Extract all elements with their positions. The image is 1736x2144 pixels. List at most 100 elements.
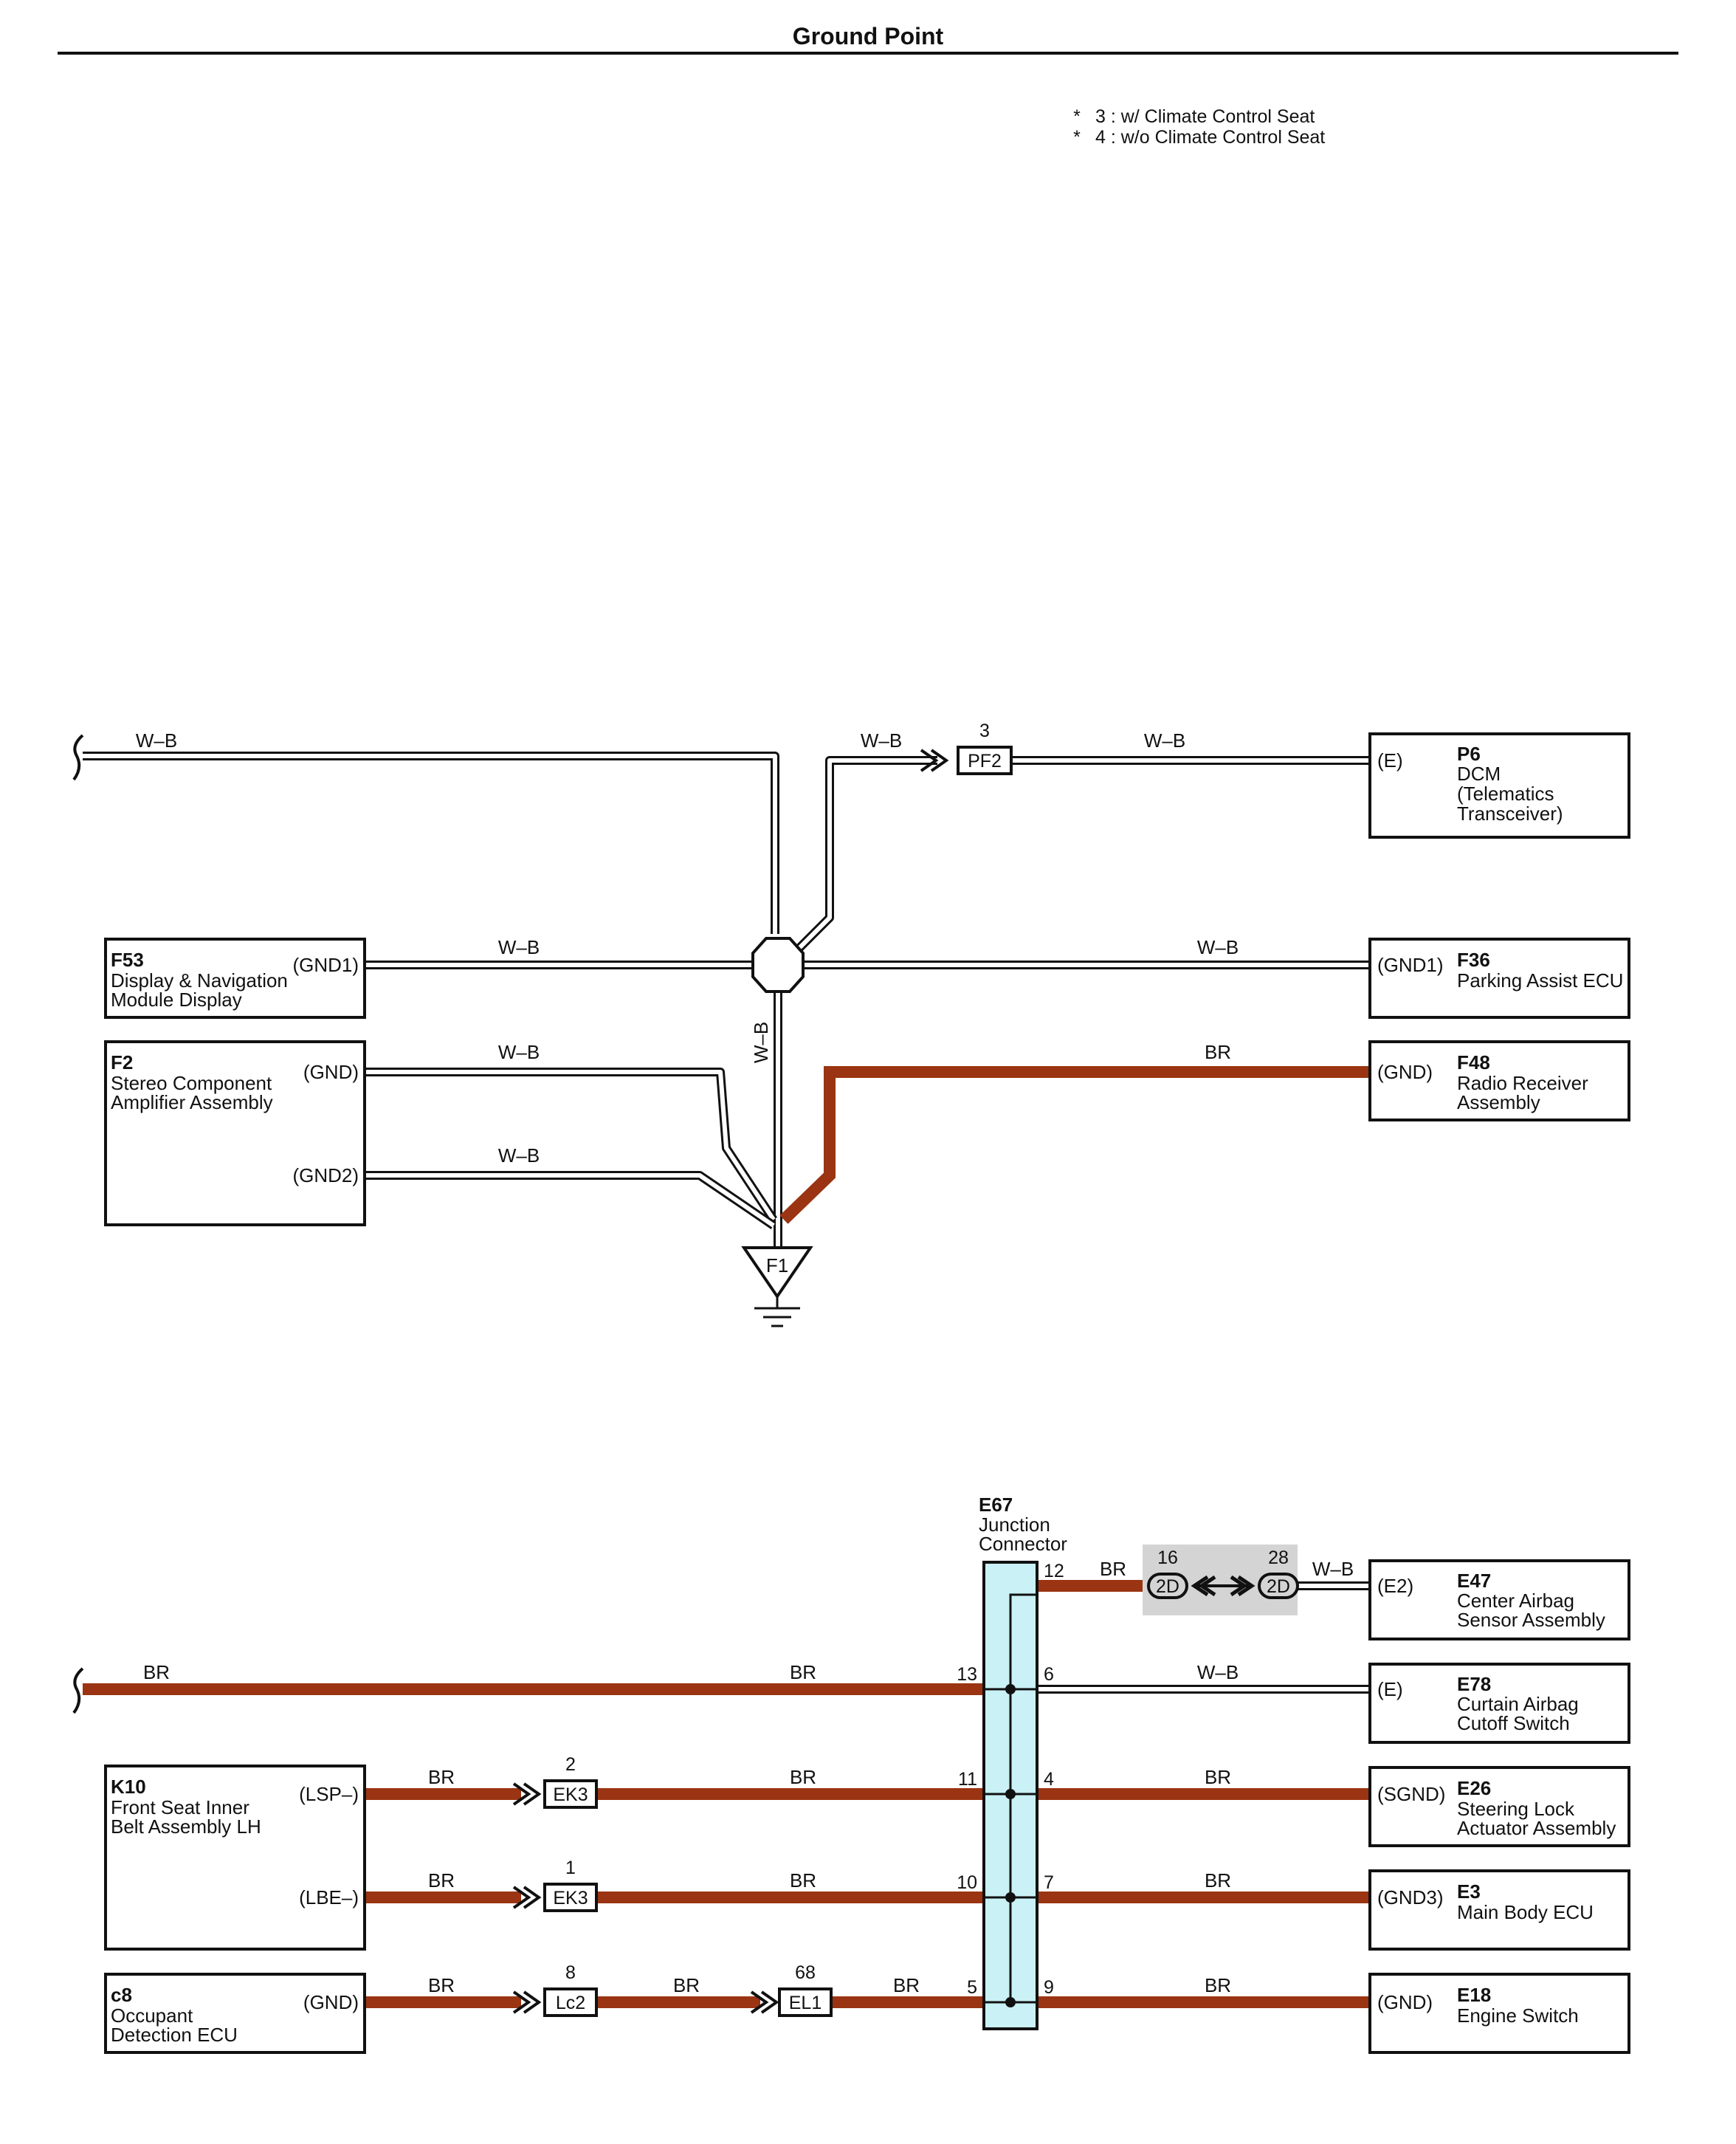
wire-label-br-left-top: BR [143,1661,170,1683]
wire-label-br-12: BR [1100,1558,1126,1580]
component-p6-terminal: (E) [1377,749,1403,772]
component-e18-id: E18 [1457,1984,1491,2006]
component-e78: (E) E78 Curtain Airbag Cutoff Switch [1368,1663,1630,1744]
component-k10-terminal-lsp: (LSP–) [299,1783,359,1805]
junction-pin-12: 12 [1044,1561,1064,1581]
component-k10-terminal-lbe: (LBE–) [299,1886,359,1908]
component-e18-name-1: Engine Switch [1457,2004,1579,2027]
wire-label-br-11: BR [790,1766,816,1788]
wire-label-wb-6: W–B [1197,1661,1239,1683]
joint-2d-right-pin: 28 [1268,1547,1289,1568]
wire-label-wb-vertical: W–B [750,1022,772,1063]
connector-el1-pin: 68 [795,1962,816,1983]
wire-label-br-7: BR [1205,1869,1231,1892]
component-p6-name-3: Transceiver) [1457,803,1563,825]
component-p6: (E) P6 DCM (Telematics Transceiver) [1368,732,1630,839]
wire-label-br-c8: BR [428,1974,455,1996]
junction-pin-7: 7 [1044,1872,1054,1893]
connector-ek3-a: EK3 2 [512,1754,598,1809]
connector-el1: EL1 68 [750,1962,833,2017]
component-k10-name-1: Front Seat Inner [111,1796,249,1818]
component-e18: (GND) E18 Engine Switch [1368,1973,1630,2054]
junction-e67-id: E67 [979,1494,1013,1516]
connector-lc2-code: Lc2 [556,1993,585,2013]
wire-label-wb-e47: W–B [1312,1558,1354,1580]
connector-ek3-a-code: EK3 [553,1784,588,1805]
br-wire-f48 [779,1066,1370,1224]
splice-point [751,937,805,993]
component-f48-name-1: Radio Receiver [1457,1072,1588,1094]
connector-pf2-pin: 3 [979,721,990,741]
wire-label-wb-f2-gnd2: W–B [498,1144,540,1167]
component-e47-terminal: (E2) [1377,1575,1413,1597]
component-f2-terminal-gnd: (GND) [303,1061,359,1083]
component-c8-name-1: Occupant [111,2004,193,2027]
junction-pin-11: 11 [958,1769,977,1790]
component-e78-terminal: (E) [1377,1678,1403,1700]
junction-pin-13: 13 [957,1664,977,1685]
component-e78-name-1: Curtain Airbag [1457,1693,1579,1715]
component-e26-name-2: Actuator Assembly [1457,1817,1616,1839]
component-e78-id: E78 [1457,1673,1491,1695]
component-e47-id: E47 [1457,1570,1491,1592]
component-f2-name-2: Amplifier Assembly [111,1091,273,1113]
component-e47: (E2) E47 Center Airbag Sensor Assembly [1368,1559,1630,1640]
component-f2: F2 Stereo Component Amplifier Assembly (… [104,1040,366,1226]
component-f36-terminal: (GND1) [1377,954,1444,976]
wire-label-wb-to-pf2: W–B [861,729,902,752]
component-c8-terminal: (GND) [303,1991,359,2013]
ground-f1-label: F1 [766,1254,788,1277]
component-p6-name-2: (Telematics [1457,783,1554,805]
wire-label-br-f48: BR [1205,1041,1231,1063]
component-p6-name-1: DCM [1457,763,1501,785]
lower-br-wires [83,1580,1370,2008]
component-e47-name-2: Sensor Assembly [1457,1609,1605,1631]
component-k10-id: K10 [111,1776,146,1798]
ground-f1: F1 [741,1246,813,1327]
connector-ek3-b-code: EK3 [553,1888,588,1908]
component-f48: (GND) F48 Radio Receiver Assembly [1368,1040,1630,1121]
wire-label-wb-to-p6: W–B [1144,729,1185,752]
component-f36: (GND1) F36 Parking Assist ECU [1368,938,1630,1019]
wire-label-br-9: BR [1205,1974,1231,1996]
wire-label-br-lc2-el1: BR [673,1974,700,1996]
wire-label-wb-top-left: W–B [136,729,177,752]
junction-pin-5: 5 [967,1977,977,1998]
component-f53-id: F53 [111,949,144,971]
component-f53: F53 Display & Navigation Module Display … [104,938,366,1019]
component-f48-name-2: Assembly [1457,1091,1540,1113]
component-e78-name-2: Cutoff Switch [1457,1712,1570,1734]
component-e18-terminal: (GND) [1377,1991,1433,2013]
component-f2-id: F2 [111,1051,133,1073]
page-title: Ground Point [793,23,944,49]
joint-2d-left-code: 2D [1156,1576,1179,1597]
wire-label-br-k10-lbe: BR [428,1869,455,1892]
wire-label-br-10: BR [790,1869,816,1892]
connector-lc2-pin: 8 [565,1962,576,1983]
junction-pin-9: 9 [1044,1977,1054,1998]
component-f48-terminal: (GND) [1377,1061,1433,1083]
wire-label-br-4: BR [1205,1766,1231,1788]
note-1: 3 : w/ Climate Control Seat [1095,106,1315,127]
junction-pin-4: 4 [1044,1769,1054,1790]
component-e26-name-1: Steering Lock [1457,1798,1575,1820]
component-f53-name-1: Display & Navigation [111,969,288,992]
connector-ek3-a-pin: 2 [565,1754,576,1775]
note-star-2: * [1073,127,1081,148]
component-f2-terminal-gnd2: (GND2) [292,1164,359,1186]
connector-ek3-b-pin: 1 [565,1858,576,1878]
component-f2-name-1: Stereo Component [111,1072,272,1094]
note-star-1: * [1073,106,1081,127]
junction-e67-name-2: Connector [979,1533,1067,1555]
joint-2d-pair: 2D 16 2D 28 [1143,1545,1299,1615]
component-e3: (GND3) E3 Main Body ECU [1368,1869,1630,1951]
component-c8: c8 Occupant Detection ECU (GND) [104,1973,366,2054]
component-p6-id: P6 [1457,743,1481,765]
connector-pf2-code: PF2 [968,751,1002,772]
connector-ek3-b: EK3 1 [512,1858,598,1912]
component-e26-id: E26 [1457,1777,1491,1799]
component-k10-name-2: Belt Assembly LH [111,1815,261,1838]
component-e26-terminal: (SGND) [1377,1783,1445,1805]
junction-e67-name-1: Junction [979,1513,1050,1536]
